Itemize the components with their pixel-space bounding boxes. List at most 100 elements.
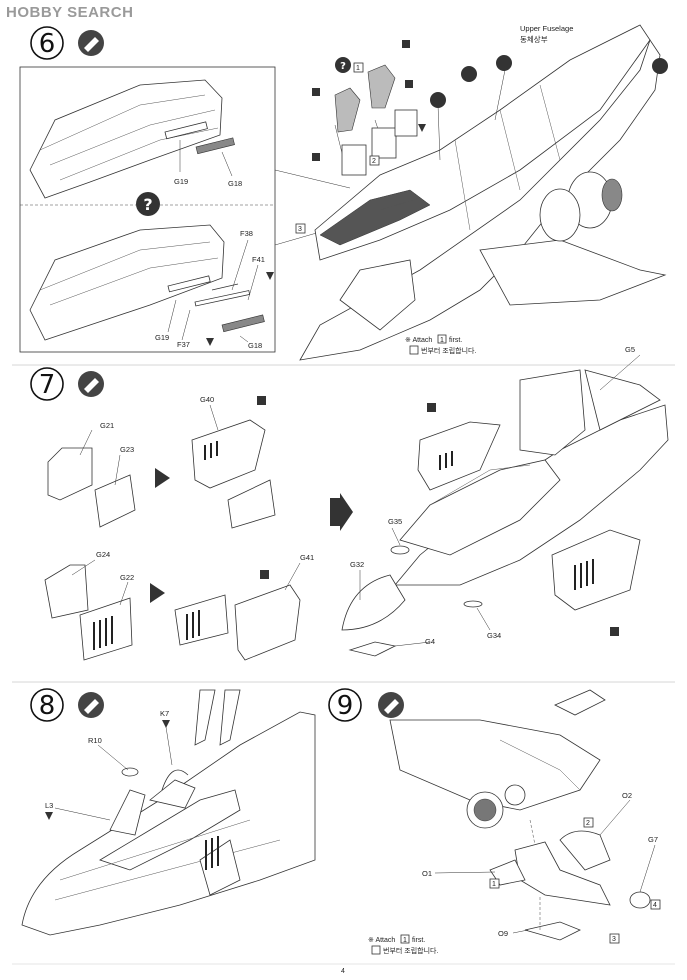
part-label-g5: G5 bbox=[625, 345, 635, 354]
inset-bottom-fuselage bbox=[29, 224, 265, 343]
attention-icon bbox=[266, 272, 274, 280]
svg-text:1: 1 bbox=[492, 881, 496, 888]
step-7: 7 G21 G23 G40 G24 G22 bbox=[30, 345, 669, 661]
svg-text:?: ? bbox=[340, 61, 346, 72]
paint-icon bbox=[430, 92, 446, 108]
inset-top-fuselage bbox=[29, 79, 235, 199]
step-9-fuselage-drawing bbox=[389, 689, 656, 941]
part-label-g21: G21 bbox=[100, 421, 114, 430]
step-6-fuselage-drawing bbox=[299, 24, 667, 361]
glue-icon-pen bbox=[84, 37, 99, 52]
svg-text:※ Attach: ※ Attach bbox=[368, 937, 395, 944]
part-label-f38: F38 bbox=[240, 229, 253, 238]
part-label-g24: G24 bbox=[96, 550, 110, 559]
svg-text:2: 2 bbox=[372, 158, 376, 165]
note-ref: 1 bbox=[403, 937, 407, 944]
part-label-g23: G23 bbox=[120, 445, 134, 454]
paint-icon bbox=[461, 66, 477, 82]
part-label-g19-a: G19 bbox=[174, 177, 188, 186]
callout-3-box bbox=[295, 223, 306, 234]
step-9-number-circle bbox=[328, 688, 362, 722]
big-arrow-icon bbox=[330, 493, 353, 531]
step-7-number: 7 bbox=[39, 370, 56, 400]
callout-1-icon bbox=[312, 153, 320, 161]
callout-3-box bbox=[609, 933, 620, 944]
part-label-g40: G40 bbox=[200, 395, 214, 404]
step-8-number-circle bbox=[30, 688, 64, 722]
part-g24 bbox=[44, 564, 89, 619]
note-ref: 1 bbox=[440, 337, 444, 344]
step-7-number-circle bbox=[30, 367, 64, 401]
part-label-g18-a: G18 bbox=[228, 179, 242, 188]
step-6-number: 6 bbox=[39, 29, 56, 59]
part-label-o9: O9 bbox=[498, 929, 508, 938]
callout-1-box bbox=[489, 878, 500, 889]
note-attach: Attach bbox=[412, 337, 432, 344]
note-attach: Attach bbox=[375, 937, 395, 944]
attention-icon bbox=[206, 338, 214, 346]
part-label-r10: R10 bbox=[88, 736, 102, 745]
inset-pointer-top bbox=[274, 169, 351, 189]
step-8: 8 R10 L3 K7 bbox=[21, 688, 316, 936]
note-first: first. bbox=[412, 937, 425, 944]
inset-pointer-bottom bbox=[274, 231, 321, 246]
part-label-g32: G32 bbox=[350, 560, 364, 569]
callout-4-box bbox=[650, 899, 661, 910]
attention-icon bbox=[418, 124, 426, 132]
callout-2-box bbox=[583, 817, 594, 828]
page-number: 4 bbox=[341, 968, 345, 975]
svg-text:4: 4 bbox=[653, 902, 657, 909]
step-9: 9 O2 G7 O1 O9 2 1 bbox=[328, 688, 661, 955]
part-label-o2: O2 bbox=[622, 791, 632, 800]
paint-icon bbox=[652, 58, 668, 74]
attention-icon bbox=[45, 812, 53, 820]
callout-2-box bbox=[369, 155, 380, 166]
svg-text:?: ? bbox=[143, 195, 152, 214]
part-label-g7: G7 bbox=[648, 835, 658, 844]
question-icon-small bbox=[335, 57, 351, 73]
callout-icon bbox=[257, 396, 266, 405]
svg-text:1: 1 bbox=[356, 65, 360, 72]
part-label-g34: G34 bbox=[487, 631, 501, 640]
part-g41 bbox=[234, 584, 301, 661]
callout-icon bbox=[610, 627, 619, 636]
part-label-g19-b: G19 bbox=[155, 333, 169, 342]
part-label-g18-b: G18 bbox=[248, 341, 262, 350]
callout-icon bbox=[427, 403, 436, 412]
step-6: 6 Upper Fuselage 동체상부 G19 G18 ? bbox=[19, 24, 668, 361]
paint-icon bbox=[496, 55, 512, 71]
part-label-g22: G22 bbox=[120, 573, 134, 582]
step-8-fuselage-drawing bbox=[21, 689, 316, 936]
part-label-o1: O1 bbox=[422, 869, 432, 878]
note-first: first. bbox=[449, 337, 462, 344]
part-label-g35: G35 bbox=[388, 517, 402, 526]
svg-text:3: 3 bbox=[298, 226, 302, 233]
svg-text:2: 2 bbox=[586, 820, 590, 827]
part-label-f37: F37 bbox=[177, 340, 190, 349]
arrow-icon bbox=[155, 468, 170, 488]
step-7-fuselage-drawing bbox=[341, 354, 669, 657]
part-g21 bbox=[47, 447, 93, 501]
upper-fuselage-title: Upper Fuselage bbox=[520, 24, 573, 33]
part-label-g41: G41 bbox=[300, 553, 314, 562]
step-8-number: 8 bbox=[39, 691, 56, 721]
step-6-number-circle bbox=[30, 26, 64, 60]
part-label-g4: G4 bbox=[425, 637, 435, 646]
step-9-number: 9 bbox=[337, 691, 354, 721]
part-label-k7: K7 bbox=[160, 709, 169, 718]
svg-text:3: 3 bbox=[612, 936, 616, 943]
part-g40 bbox=[191, 419, 266, 489]
part-label-f41: F41 bbox=[252, 255, 265, 264]
part-g23 bbox=[94, 474, 136, 528]
note-korean: 번부터 조립합니다. bbox=[421, 346, 476, 355]
callout-1-box bbox=[353, 62, 364, 73]
detail-inset-box bbox=[19, 66, 276, 353]
part-label-l3: L3 bbox=[45, 801, 53, 810]
arrow-icon bbox=[150, 583, 165, 603]
upper-fuselage-korean: 동체상부 bbox=[520, 34, 548, 44]
seats-and-pilots bbox=[334, 64, 418, 176]
hobby-search-watermark: HOBBY SEARCH bbox=[6, 4, 134, 21]
svg-text:※ Attach: ※ Attach bbox=[405, 337, 432, 344]
note-korean: 번부터 조립합니다. bbox=[383, 946, 438, 955]
